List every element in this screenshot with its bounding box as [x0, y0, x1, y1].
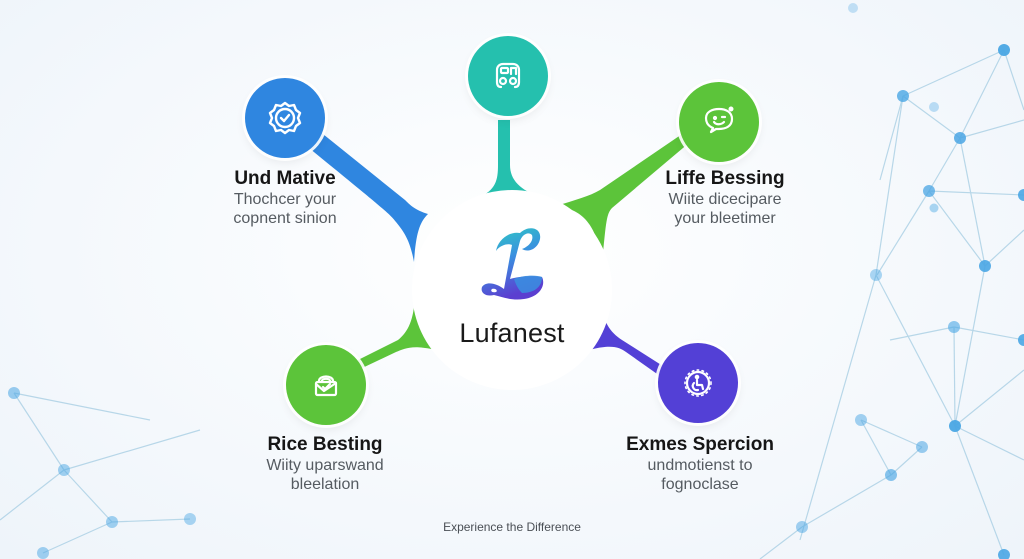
node-desc-line1: Wiity uparswand: [266, 457, 384, 474]
node-desc-line1: Thochcer your: [233, 191, 337, 208]
tagline: Experience the Difference: [443, 520, 581, 534]
connector-top-left: [298, 126, 428, 262]
connector-top: [478, 120, 542, 198]
node-title: Und Mative: [234, 168, 336, 189]
node-desc-line2: your bleetimer: [674, 210, 776, 227]
connector-bottom-right: [566, 295, 666, 376]
label-top-left: Und Mative Thochcer your copnent sinion: [205, 168, 365, 228]
node-desc-line2: fognoclase: [661, 476, 739, 493]
script-letter-l-logo-icon: [481, 228, 544, 300]
node-bottom-left[interactable]: [286, 345, 366, 425]
node-top-right[interactable]: [679, 82, 759, 162]
node-desc-line2: bleelation: [290, 476, 360, 493]
label-top-right: Liffe Bessing Wiite dicecipare your blee…: [650, 168, 800, 228]
badge-check-icon: [268, 101, 302, 135]
vehicle-icon: [495, 62, 521, 89]
envelope-shield-icon: [314, 375, 338, 397]
accessibility-clock-icon: [684, 369, 712, 397]
label-bottom-left: Rice Besting Wiity uparswand bleelation: [245, 434, 405, 494]
node-desc-line2: copnent sinion: [233, 210, 337, 227]
node-top-left[interactable]: [245, 78, 325, 158]
brand-name: Lufanest: [459, 318, 565, 348]
node-desc-line1: Wiite dicecipare: [668, 191, 782, 208]
node-title: Rice Besting: [267, 434, 383, 455]
node-title: Exmes Spercion: [626, 434, 774, 455]
connector-bottom-left: [354, 295, 455, 370]
node-desc-line1: undmotienst to: [647, 457, 753, 474]
smiley-chat-icon: [704, 106, 734, 134]
node-bottom-right[interactable]: [658, 343, 738, 423]
connector-top-right: [556, 130, 696, 262]
node-title: Liffe Bessing: [665, 168, 785, 189]
node-top[interactable]: [468, 36, 548, 116]
label-bottom-right: Exmes Spercion undmotienst to fognoclase: [610, 434, 790, 494]
